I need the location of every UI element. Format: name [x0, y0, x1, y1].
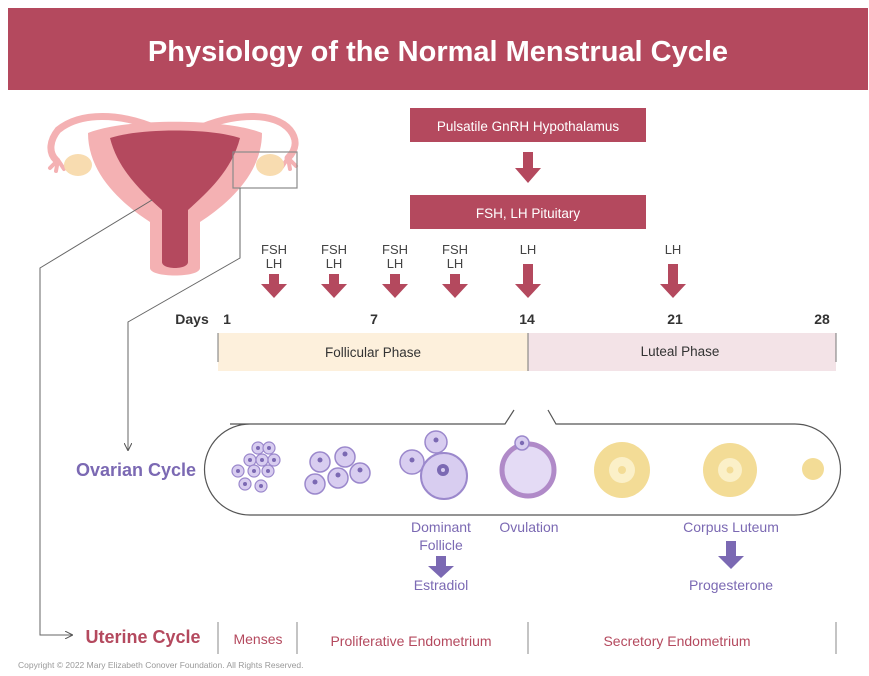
progesterone-arrow-icon	[718, 541, 744, 569]
uterine-cycle-label: Uterine Cycle	[85, 627, 200, 647]
hormone-label-line2: LH	[447, 256, 464, 271]
hormone-label-line2: LH	[266, 256, 283, 271]
proliferative-endometrium-label: Proliferative Endometrium	[330, 633, 491, 649]
hormone-label-line1: FSH	[321, 242, 347, 257]
ovulation-label: Ovulation	[499, 519, 558, 535]
hormone-down-arrow-icon	[261, 274, 287, 298]
dominant-follicle-label-line2: Follicle	[419, 537, 463, 553]
ovarian-cycle-label: Ovarian Cycle	[76, 460, 196, 480]
hormone-down-arrow-icon	[660, 264, 686, 298]
hormone-label-line1: FSH	[442, 242, 468, 257]
follicular-phase-label: Follicular Phase	[325, 345, 421, 360]
hormone-down-arrow-icon	[382, 274, 408, 298]
hormone-label-line1: FSH	[261, 242, 287, 257]
hormone-label-line1: LH	[520, 242, 537, 257]
hormone-label-line1: FSH	[382, 242, 408, 257]
hormone-down-arrow-icon	[442, 274, 468, 298]
day-tick-label: 21	[667, 311, 683, 327]
hormone-label-line2: LH	[326, 256, 343, 271]
day-tick-label: 14	[519, 311, 535, 327]
corpus-luteum-label: Corpus Luteum	[683, 519, 779, 535]
secretory-endometrium-label: Secretory Endometrium	[603, 633, 750, 649]
ovulation-follicle	[502, 436, 554, 496]
days-label: Days	[175, 311, 209, 327]
dominant-follicle	[400, 431, 467, 499]
hormone-label-line1: LH	[665, 242, 682, 257]
luteal-phase-label: Luteal Phase	[641, 344, 720, 359]
corpus-luteum-stages	[594, 442, 824, 498]
copyright-text: Copyright © 2022 Mary Elizabeth Conover …	[18, 660, 304, 670]
estradiol-label: Estradiol	[414, 577, 468, 593]
hormone-down-arrow-icon	[321, 274, 347, 298]
progesterone-label: Progesterone	[689, 577, 773, 593]
primordial-follicles	[232, 442, 280, 492]
dominant-follicle-label-line1: Dominant	[411, 519, 471, 535]
hormone-label-line2: LH	[387, 256, 404, 271]
uterine-connector-line	[40, 200, 152, 635]
left-ovary	[64, 154, 92, 176]
estradiol-arrow-icon	[428, 556, 454, 578]
day-tick-label: 1	[223, 311, 231, 327]
day-tick-label: 28	[814, 311, 830, 327]
down-arrow-icon	[515, 152, 541, 183]
page-title: Physiology of the Normal Menstrual Cycle	[148, 36, 728, 68]
hypothalamus-label: Pulsatile GnRH Hypothalamus	[437, 119, 620, 134]
pituitary-label: FSH, LH Pituitary	[476, 206, 581, 221]
growing-follicles	[305, 447, 370, 494]
right-ovary	[256, 154, 284, 176]
day-ticks: 1 7 14 21 28	[223, 311, 830, 327]
day-tick-label: 7	[370, 311, 378, 327]
uterus-illustration	[50, 117, 297, 276]
hormone-down-arrow-icon	[515, 264, 541, 298]
menses-label: Menses	[233, 631, 282, 647]
